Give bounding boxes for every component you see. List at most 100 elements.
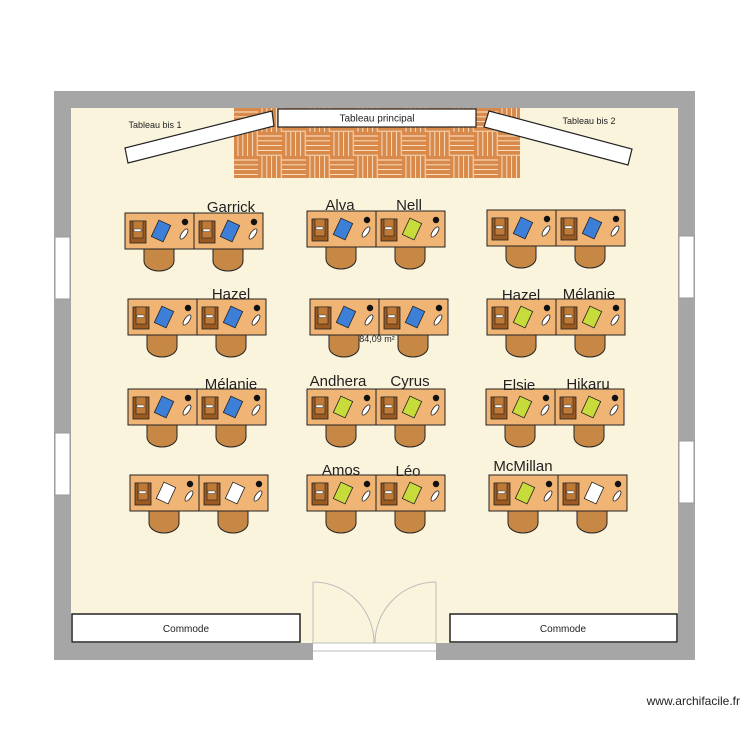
desk-pair	[306, 474, 446, 534]
pen-icon	[541, 314, 551, 326]
inkpot-icon	[432, 480, 440, 488]
chair	[394, 246, 426, 270]
book-label	[495, 225, 504, 229]
student-name: Garrick	[207, 199, 256, 216]
sheet-icon	[332, 395, 354, 419]
chair	[573, 424, 605, 448]
chair	[146, 424, 178, 448]
book-label	[564, 225, 573, 229]
pen-icon	[543, 490, 553, 502]
sheet-icon	[580, 395, 602, 419]
pen-icon	[182, 314, 192, 326]
book-label	[495, 314, 504, 318]
sheet-icon	[583, 481, 605, 505]
inkpot-icon	[432, 394, 440, 402]
inkpot-icon	[543, 304, 551, 312]
pen-icon	[182, 404, 192, 416]
pen-icon	[184, 490, 194, 502]
book-label	[564, 314, 573, 318]
chair	[394, 424, 426, 448]
chair	[328, 334, 360, 358]
pen-icon	[541, 225, 551, 237]
window-left-2	[54, 432, 71, 496]
sheet-icon	[512, 216, 534, 240]
chair	[504, 424, 536, 448]
chair	[215, 334, 247, 358]
desk-pair	[306, 210, 446, 270]
pen-icon	[540, 404, 550, 416]
desks	[124, 209, 628, 534]
pen-icon	[610, 225, 620, 237]
entrance-door	[312, 581, 437, 660]
inkpot-icon	[255, 480, 263, 488]
desk-pair	[306, 388, 446, 448]
sheet-icon	[404, 305, 426, 329]
window-right-2	[678, 440, 695, 504]
book-label	[207, 490, 216, 494]
student-name: Alva	[325, 197, 355, 214]
pen-icon	[361, 404, 371, 416]
chair	[146, 334, 178, 358]
chair	[143, 248, 175, 272]
inkpot-icon	[435, 304, 443, 312]
book-label	[384, 226, 393, 230]
chair	[397, 334, 429, 358]
desk-pair	[129, 474, 269, 534]
student-name: Amos	[322, 462, 360, 479]
inkpot-icon	[543, 215, 551, 223]
watermark: www.archifacile.fr	[646, 694, 740, 708]
student-name: Mélanie	[563, 286, 616, 303]
sheet-icon	[332, 217, 354, 241]
sheet-icon	[512, 305, 534, 329]
chair	[507, 510, 539, 534]
pen-icon	[610, 314, 620, 326]
inkpot-icon	[542, 394, 550, 402]
inkpot-icon	[366, 304, 374, 312]
inkpot-icon	[363, 216, 371, 224]
student-name: Hazel	[212, 286, 250, 303]
window-left-1	[54, 236, 71, 300]
commode-left: Commode	[71, 613, 301, 643]
chair	[576, 510, 608, 534]
inkpot-icon	[612, 304, 620, 312]
book-label	[563, 404, 572, 408]
chair	[394, 510, 426, 534]
book-label	[315, 226, 324, 230]
book-label	[202, 228, 211, 232]
sheet-icon	[224, 481, 246, 505]
student-name: Mélanie	[205, 376, 258, 393]
pen-icon	[251, 314, 261, 326]
room-floor	[71, 108, 678, 643]
inkpot-icon	[432, 216, 440, 224]
area-label: 84,09 m²	[359, 334, 395, 344]
desk-pair	[488, 474, 628, 534]
pen-icon	[364, 314, 374, 326]
student-name: Hikaru	[566, 376, 609, 393]
pen-icon	[253, 490, 263, 502]
sheet-icon	[219, 219, 241, 243]
inkpot-icon	[181, 218, 189, 226]
commode-left-label: Commode	[163, 624, 210, 635]
sheet-icon	[401, 217, 423, 241]
inkpot-icon	[253, 394, 261, 402]
window-right-1	[678, 235, 695, 299]
sheet-icon	[581, 216, 603, 240]
book-label	[136, 314, 145, 318]
chair	[574, 334, 606, 358]
student-name: Andhera	[310, 373, 367, 390]
student-name: Hazel	[502, 287, 540, 304]
pen-icon	[430, 404, 440, 416]
desk-pair	[127, 388, 267, 448]
book-label	[315, 404, 324, 408]
book-label	[384, 404, 393, 408]
student-name: Cyrus	[390, 373, 429, 390]
inkpot-icon	[545, 480, 553, 488]
pen-icon	[430, 490, 440, 502]
book-label	[566, 490, 575, 494]
sheet-icon	[401, 481, 423, 505]
desk-pair	[309, 298, 449, 358]
sheet-icon	[581, 305, 603, 329]
sheet-icon	[401, 395, 423, 419]
